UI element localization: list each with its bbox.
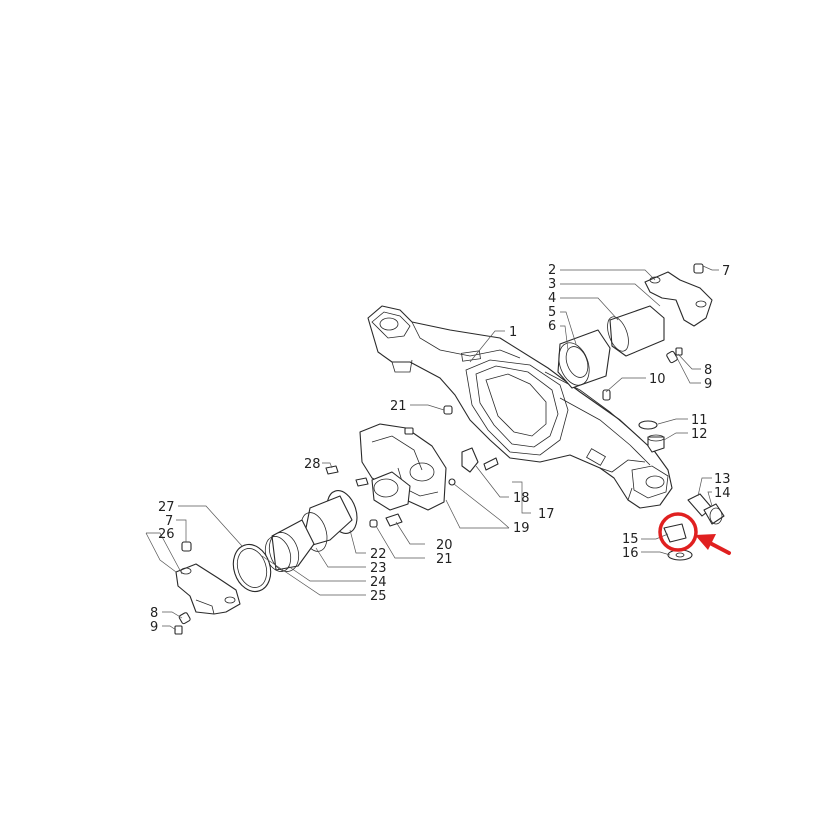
label-2: 2 [548,263,556,278]
label-15: 15 [622,532,639,547]
highlight-circle [658,512,698,552]
label-8-lower: 8 [150,606,158,621]
label-3: 3 [548,277,556,292]
label-25: 25 [370,589,387,604]
lower-left-bracket [174,541,241,635]
label-26: 26 [158,527,175,542]
label-21-upper: 21 [390,399,407,414]
highlight-marker [658,512,731,555]
part-labels: 1 2 3 4 5 6 7 8 9 10 11 12 13 14 15 16 1… [150,263,731,635]
label-4: 4 [548,291,556,306]
upper-bracket-assembly [557,263,713,453]
label-7-lower: 7 [165,514,173,529]
label-9-upper: 9 [704,377,712,392]
label-8-upper: 8 [704,363,712,378]
axle-housing [367,305,673,509]
highlight-arrow-head [695,534,716,550]
center-gear-housing [325,405,499,528]
label-28: 28 [304,457,321,472]
label-20: 20 [436,538,453,553]
leader-lines [145,265,719,631]
label-22: 22 [370,547,387,562]
label-16: 16 [622,546,639,561]
highlight-arrow-shaft [706,540,731,555]
label-5: 5 [548,305,556,320]
label-18: 18 [513,491,530,506]
label-12: 12 [691,427,708,442]
label-7-upper: 7 [722,264,730,279]
label-27: 27 [158,500,175,515]
label-10: 10 [649,372,666,387]
label-14: 14 [714,486,731,501]
label-1: 1 [509,325,517,340]
lower-left-bearings [232,490,358,593]
label-23: 23 [370,561,387,576]
label-17: 17 [538,507,555,522]
pivot-parts [663,493,725,561]
label-24: 24 [370,575,387,590]
label-9-lower: 9 [150,620,158,635]
label-19: 19 [513,521,530,536]
label-6: 6 [548,319,556,334]
label-11: 11 [691,413,708,428]
label-13: 13 [714,472,731,487]
label-21-lower: 21 [436,552,453,567]
